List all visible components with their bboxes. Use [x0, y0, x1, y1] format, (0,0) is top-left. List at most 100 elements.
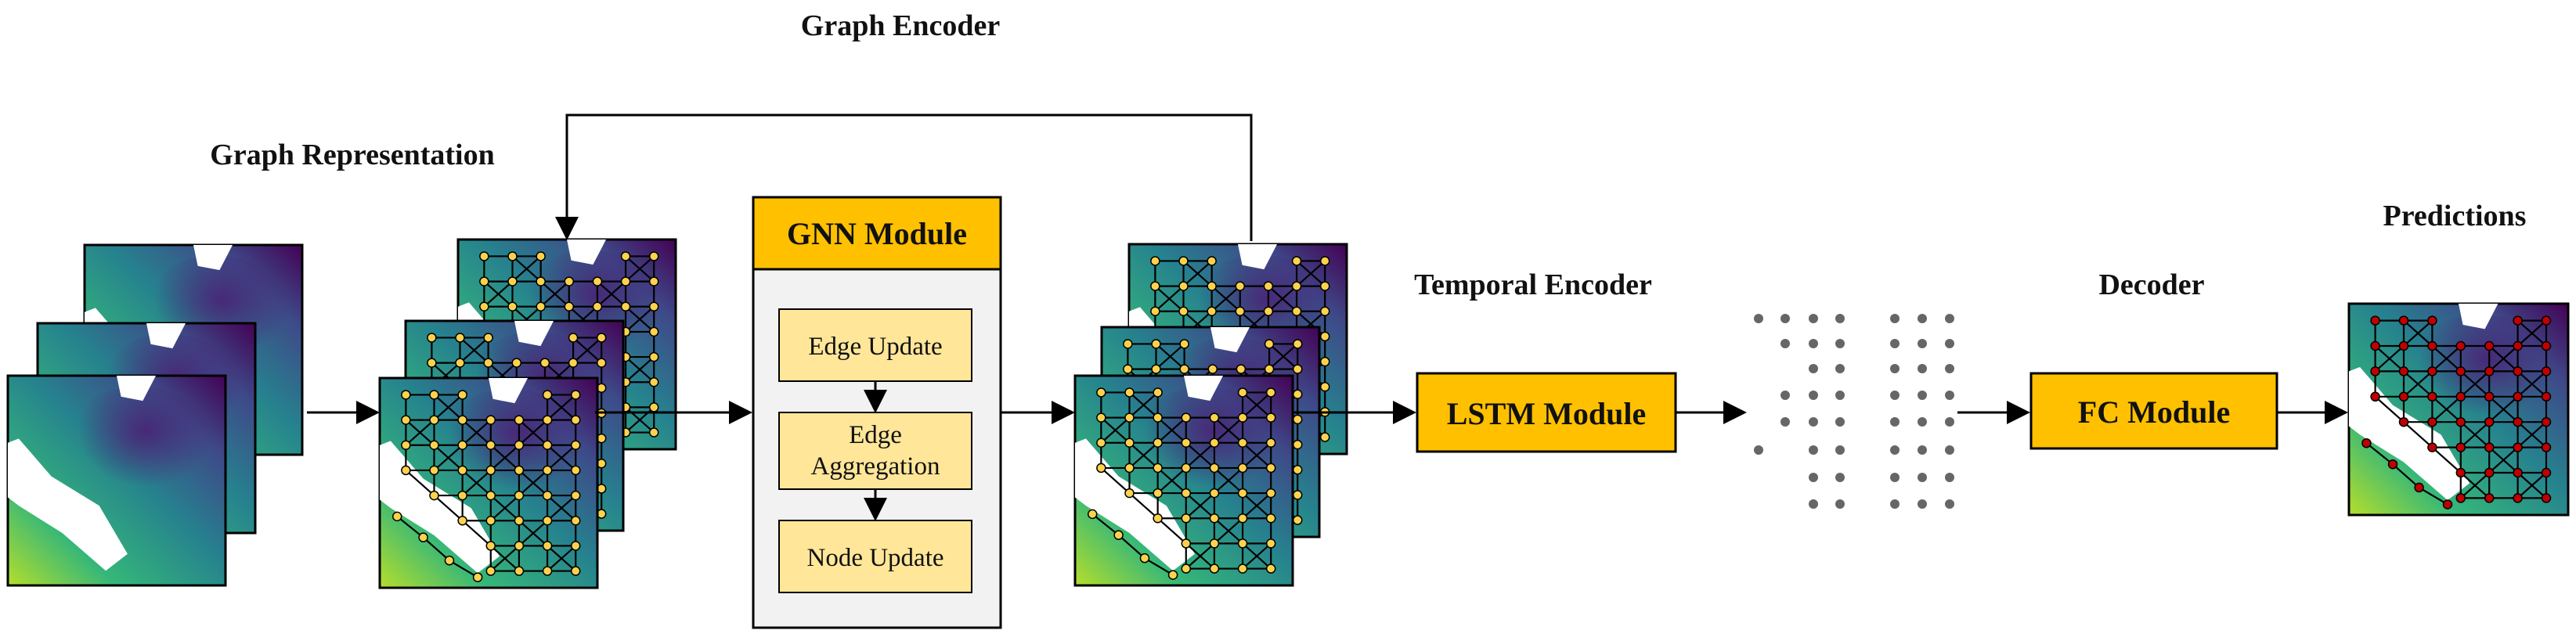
graph-node: [2541, 340, 2552, 351]
graph-node: [542, 440, 553, 451]
latent-dot: [1835, 445, 1845, 455]
graph-node: [2455, 493, 2466, 503]
graph-map-stack: [378, 238, 677, 589]
graph-node: [514, 515, 525, 526]
graph-node: [2513, 416, 2523, 427]
graph-node: [620, 251, 631, 261]
graph-node: [1265, 538, 1276, 549]
graph-nodes: [1087, 387, 1276, 580]
graph-node: [2541, 442, 2552, 452]
graph-node: [429, 490, 439, 501]
graph-node: [2484, 366, 2495, 376]
graph-node: [2541, 416, 2552, 427]
graph-node: [457, 515, 467, 526]
graph-node: [1179, 364, 1189, 374]
graph-node: [511, 358, 522, 368]
graph-node: [1150, 306, 1160, 317]
land-mask: [117, 376, 157, 402]
graph-node: [1291, 281, 1302, 291]
graph-node: [391, 511, 402, 522]
graph-node: [2414, 482, 2424, 493]
graph-node: [1207, 281, 1217, 291]
graph-node: [507, 276, 518, 286]
land-mask: [1184, 376, 1224, 402]
graph-node: [620, 301, 631, 312]
graph-node: [1150, 256, 1160, 266]
fc-module: FC Module: [2029, 372, 2278, 450]
graph-node: [1153, 438, 1163, 448]
graph-node: [2427, 315, 2437, 326]
graph-node: [514, 415, 525, 425]
graph-node: [596, 358, 607, 368]
graph-node: [2484, 467, 2495, 478]
graph-node: [1181, 564, 1192, 574]
latent-dot: [1918, 499, 1927, 509]
node-update-box: [778, 520, 972, 593]
graph-node: [2398, 340, 2409, 351]
graph-node: [570, 490, 581, 501]
graph-node: [1264, 339, 1275, 349]
graph-node: [570, 515, 581, 526]
graph-node: [1151, 364, 1161, 374]
latent-dot: [1835, 417, 1845, 427]
graph-node: [1153, 463, 1163, 474]
land-mask: [1210, 327, 1250, 353]
graph-node: [485, 490, 496, 501]
latent-dot: [1918, 417, 1927, 427]
graph-node: [542, 541, 553, 551]
latent-dot: [1809, 473, 1818, 482]
graph-node: [1124, 387, 1135, 398]
graph-node: [2513, 340, 2523, 351]
latent-dot: [1890, 417, 1900, 427]
graph-node: [2541, 366, 2552, 376]
lstm-module-title: LSTM Module: [1447, 396, 1646, 431]
graph-node: [2398, 416, 2409, 427]
flow-arrows: [307, 113, 2348, 424]
graph-node: [2513, 366, 2523, 376]
graph-node: [1153, 488, 1163, 499]
graph-node: [1319, 331, 1330, 342]
latent-dot: [1918, 339, 1927, 348]
latent-dot: [1890, 391, 1900, 400]
graph-node: [1265, 564, 1276, 574]
graph-node: [514, 566, 525, 576]
graph-node: [648, 402, 659, 412]
latent-dot: [1890, 339, 1900, 348]
graph-node: [1096, 387, 1106, 398]
graph-node: [1209, 564, 1220, 574]
graph-node: [539, 358, 550, 368]
graph-node: [2427, 391, 2437, 402]
graph-node: [1124, 412, 1135, 423]
graph-node: [455, 358, 465, 368]
graph-node: [427, 358, 437, 368]
graph-node: [1096, 438, 1106, 448]
temporal-encoder-label: Temporal Encoder: [1414, 268, 1652, 301]
graph-node: [1263, 281, 1274, 291]
latent-dot: [1835, 314, 1845, 323]
latent-dot: [1918, 364, 1927, 373]
graph-node: [2484, 493, 2495, 503]
graph-node: [1178, 256, 1189, 266]
graph-node: [1319, 281, 1330, 291]
graph-node: [2427, 416, 2437, 427]
graph-node: [1265, 412, 1276, 423]
prediction-map: [2347, 302, 2570, 517]
graph-node: [2455, 391, 2466, 402]
latent-dot: [1754, 314, 1763, 323]
graph-node: [1167, 570, 1178, 580]
graph-node: [1237, 387, 1248, 398]
latent-dot: [1890, 499, 1900, 509]
graph-node: [570, 390, 581, 400]
graph-node: [457, 490, 467, 501]
graph-node: [542, 415, 553, 425]
graph-node: [472, 572, 483, 582]
graph-node: [564, 301, 575, 312]
graph-node: [1181, 438, 1192, 448]
graph-node: [1292, 490, 1303, 500]
graph-node: [620, 276, 631, 286]
latent-dot: [1890, 314, 1900, 323]
graph-node: [1319, 256, 1330, 266]
latent-dot: [1945, 339, 1954, 348]
graph-node: [2370, 366, 2380, 376]
